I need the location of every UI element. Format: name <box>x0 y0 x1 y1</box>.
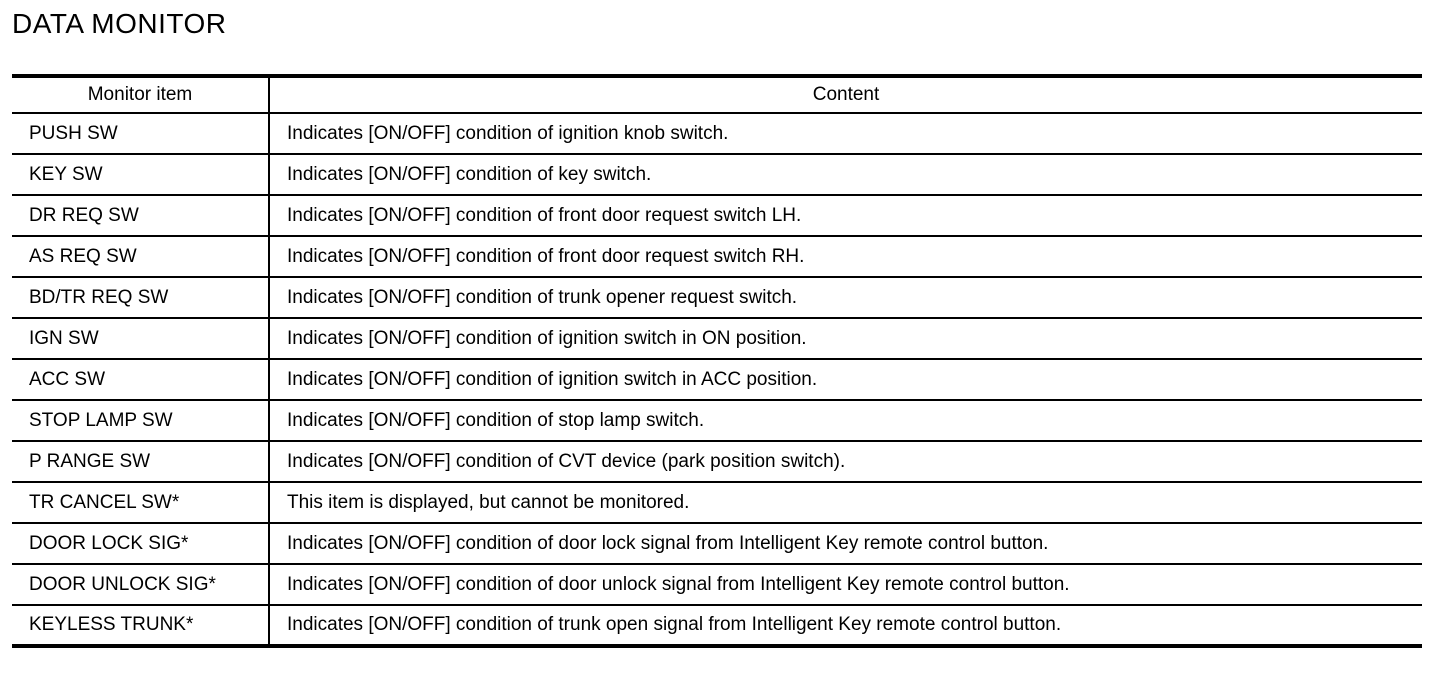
column-header-content: Content <box>269 76 1422 115</box>
table-row: DOOR UNLOCK SIG* Indicates [ON/OFF] cond… <box>12 564 1422 607</box>
monitor-item-cell: BD/TR REQ SW <box>12 277 270 320</box>
monitor-item-cell: STOP LAMP SW <box>12 400 270 443</box>
monitor-item-cell: PUSH SW <box>12 113 270 156</box>
table-row: ACC SW Indicates [ON/OFF] condition of i… <box>12 359 1422 402</box>
content-cell: Indicates [ON/OFF] condition of ignition… <box>269 359 1422 402</box>
content-cell: Indicates [ON/OFF] condition of trunk op… <box>269 605 1422 648</box>
table-row: KEYLESS TRUNK* Indicates [ON/OFF] condit… <box>12 605 1422 648</box>
content-cell: Indicates [ON/OFF] condition of stop lam… <box>269 400 1422 443</box>
content-cell: Indicates [ON/OFF] condition of key swit… <box>269 154 1422 197</box>
monitor-item-cell: AS REQ SW <box>12 236 270 279</box>
table-row: KEY SW Indicates [ON/OFF] condition of k… <box>12 154 1422 197</box>
monitor-item-cell: KEY SW <box>12 154 270 197</box>
table-row: P RANGE SW Indicates [ON/OFF] condition … <box>12 441 1422 484</box>
monitor-item-cell: TR CANCEL SW* <box>12 482 270 525</box>
content-cell: Indicates [ON/OFF] condition of ignition… <box>269 318 1422 361</box>
content-cell: Indicates [ON/OFF] condition of front do… <box>269 195 1422 238</box>
content-cell: Indicates [ON/OFF] condition of door unl… <box>269 564 1422 607</box>
monitor-item-cell: DOOR UNLOCK SIG* <box>12 564 270 607</box>
content-cell: This item is displayed, but cannot be mo… <box>269 482 1422 525</box>
monitor-item-cell: P RANGE SW <box>12 441 270 484</box>
monitor-item-cell: IGN SW <box>12 318 270 361</box>
monitor-item-cell: DOOR LOCK SIG* <box>12 523 270 566</box>
content-cell: Indicates [ON/OFF] condition of ignition… <box>269 113 1422 156</box>
column-header-monitor-item: Monitor item <box>12 76 270 115</box>
table-row: DOOR LOCK SIG* Indicates [ON/OFF] condit… <box>12 523 1422 566</box>
content-cell: Indicates [ON/OFF] condition of front do… <box>269 236 1422 279</box>
table-row: IGN SW Indicates [ON/OFF] condition of i… <box>12 318 1422 361</box>
content-cell: Indicates [ON/OFF] condition of trunk op… <box>269 277 1422 320</box>
table-header-row: Monitor item Content <box>12 76 1422 115</box>
table-row: DR REQ SW Indicates [ON/OFF] condition o… <box>12 195 1422 238</box>
page-title: DATA MONITOR <box>12 8 227 39</box>
monitor-item-cell: KEYLESS TRUNK* <box>12 605 270 648</box>
data-monitor-table: Monitor item Content PUSH SW Indicates [… <box>12 74 1422 649</box>
table-row: BD/TR REQ SW Indicates [ON/OFF] conditio… <box>12 277 1422 320</box>
table-row: TR CANCEL SW* This item is displayed, bu… <box>12 482 1422 525</box>
content-cell: Indicates [ON/OFF] condition of door loc… <box>269 523 1422 566</box>
table-row: PUSH SW Indicates [ON/OFF] condition of … <box>12 113 1422 156</box>
content-cell: Indicates [ON/OFF] condition of CVT devi… <box>269 441 1422 484</box>
table-row: STOP LAMP SW Indicates [ON/OFF] conditio… <box>12 400 1422 443</box>
monitor-item-cell: DR REQ SW <box>12 195 270 238</box>
monitor-item-cell: ACC SW <box>12 359 270 402</box>
table-row: AS REQ SW Indicates [ON/OFF] condition o… <box>12 236 1422 279</box>
